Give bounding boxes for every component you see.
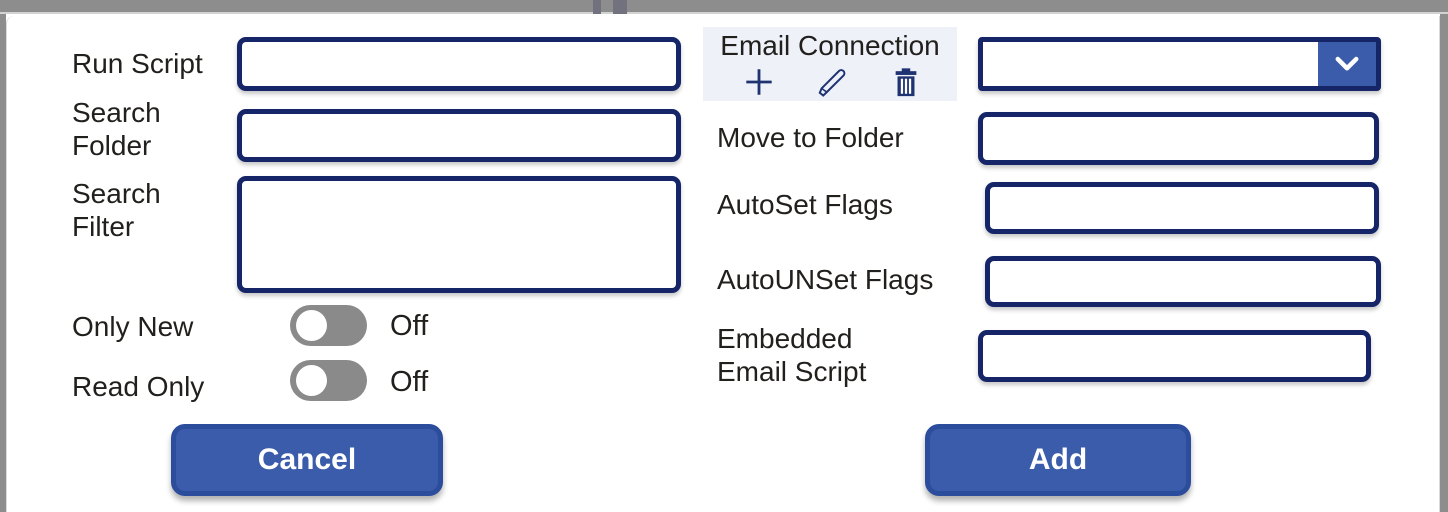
email-connection-block: Email Connection (703, 27, 957, 101)
top-bar-accent (593, 0, 601, 14)
embedded-email-script-input[interactable] (978, 330, 1371, 382)
embedded-email-script-label: Embedded Email Script (717, 323, 867, 387)
cancel-button[interactable]: Cancel (171, 424, 443, 496)
right-edge-bar (1440, 14, 1448, 512)
read-only-label: Read Only (72, 371, 205, 402)
top-bar-accent (613, 0, 627, 14)
only-new-toggle[interactable] (290, 305, 367, 346)
autounset-flags-input[interactable] (985, 256, 1381, 307)
toggle-knob (296, 365, 327, 396)
add-button[interactable]: Add (925, 424, 1191, 496)
read-only-state: Off (390, 366, 429, 398)
move-to-folder-input[interactable] (978, 112, 1379, 165)
read-only-toggle[interactable] (290, 360, 367, 401)
top-edge-bar (0, 0, 1448, 14)
pencil-icon[interactable] (815, 65, 849, 99)
toggle-knob (296, 310, 327, 341)
autounset-flags-label: AutoUNSet Flags (717, 264, 934, 295)
email-connection-label: Email Connection (720, 30, 940, 61)
run-script-input[interactable] (237, 37, 681, 91)
search-filter-textarea[interactable] (237, 176, 681, 293)
email-connection-dropdown[interactable] (978, 37, 1381, 91)
plus-icon[interactable] (743, 66, 775, 98)
search-filter-label: Search Filter (72, 178, 161, 242)
move-to-folder-label: Move to Folder (717, 122, 904, 153)
only-new-state: Off (390, 310, 429, 342)
search-folder-label: Search Folder (72, 97, 161, 161)
trash-icon[interactable] (890, 66, 922, 98)
email-connection-actions (703, 65, 957, 99)
search-folder-input[interactable] (237, 109, 681, 162)
only-new-label: Only New (72, 311, 194, 342)
autoset-flags-input[interactable] (985, 182, 1379, 234)
autoset-flags-label: AutoSet Flags (717, 189, 893, 220)
chevron-down-icon[interactable] (1318, 42, 1376, 86)
left-edge-bar (0, 14, 6, 512)
run-script-label: Run Script (72, 48, 203, 79)
